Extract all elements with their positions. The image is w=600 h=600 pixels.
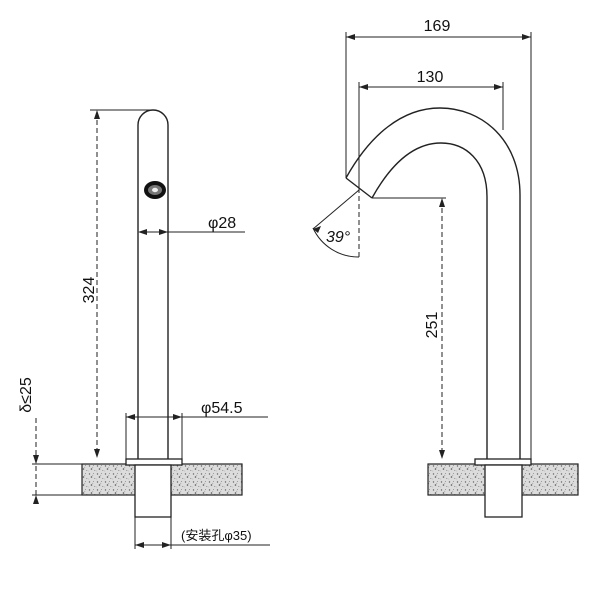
label-height-324: 324 [81, 277, 98, 304]
front-view: 324 φ28 φ54.5 δ≤25 [18, 109, 270, 549]
label-height-251: 251 [424, 312, 441, 339]
label-reach-130: 130 [417, 69, 444, 86]
label-angle-39: 39° [326, 229, 351, 246]
dim-reach-130: 130 [358, 69, 504, 190]
faucet-body-front [137, 109, 169, 459]
dim-angle-39: 39° [312, 188, 360, 258]
base-flange-front [125, 458, 183, 466]
base-flange-side [474, 458, 532, 466]
dim-height-251: 251 [372, 197, 446, 459]
label-width-169: 169 [424, 18, 451, 35]
side-view: 169 130 251 39° [312, 18, 579, 518]
dim-diameter-54-5: φ54.5 [125, 400, 268, 459]
label-mount-hole: (安装孔φ35) [181, 528, 252, 543]
shank-front [134, 464, 172, 518]
shank-side [484, 464, 523, 518]
gooseneck-outer [345, 107, 521, 459]
dim-diameter-28: φ28 [138, 215, 245, 235]
dim-width-169: 169 [345, 18, 532, 459]
dim-deck-thickness: δ≤25 [18, 377, 82, 504]
label-diameter-54-5: φ54.5 [201, 400, 243, 417]
sensor-icon [144, 181, 166, 199]
dim-mount-hole: (安装孔φ35) [134, 517, 270, 549]
gooseneck-inner [371, 142, 488, 459]
dim-height-324: 324 [81, 109, 152, 458]
label-deck-thickness: δ≤25 [18, 377, 35, 413]
label-diameter-28: φ28 [208, 215, 236, 232]
